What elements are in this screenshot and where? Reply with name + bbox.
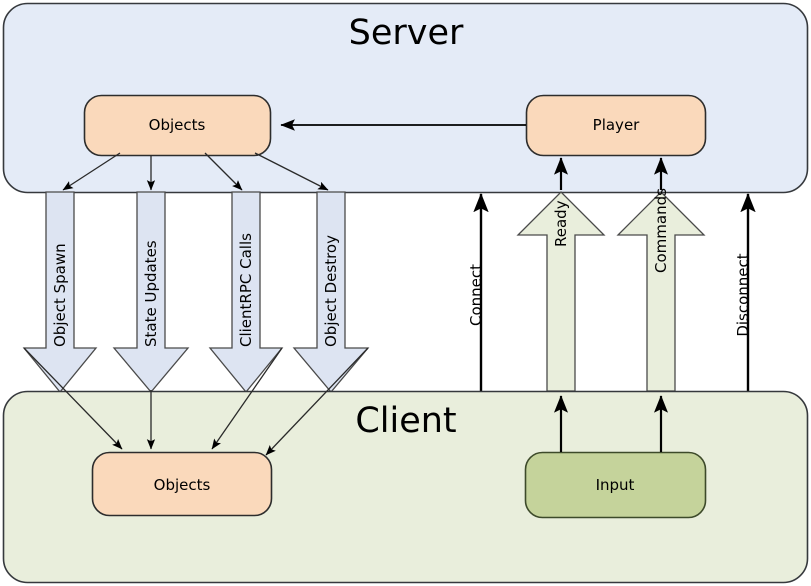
connector-lines-server-objects <box>23 152 369 456</box>
connector-rpc-to-client-objects <box>211 347 283 450</box>
block-arrow-clientrpc-calls: ClientRPC Calls <box>208 191 284 394</box>
object-spawn-label: Object Spawn <box>51 243 69 347</box>
arrow-connect: Connect <box>467 193 489 391</box>
client-input-box[interactable] <box>524 451 707 519</box>
server-player-node[interactable]: Player <box>525 94 707 157</box>
connector-objects-rpc-top <box>204 152 243 191</box>
clientrpc-calls-label: ClientRPC Calls <box>237 233 255 347</box>
server-player-label: Player <box>593 116 641 134</box>
server-panel-title: Server <box>349 13 464 53</box>
client-input-node[interactable]: Input <box>524 451 707 519</box>
connector-spawn-to-client-objects <box>23 347 123 450</box>
commands-label: Commands <box>652 188 670 273</box>
disconnect-label: Disconnect <box>734 253 752 336</box>
client-panel: Client <box>2 390 809 584</box>
block-arrow-object-spawn: Object Spawn <box>22 191 98 394</box>
server-objects-node[interactable]: Objects <box>83 94 272 157</box>
state-updates-arrow-shape <box>112 191 190 394</box>
client-input-label: Input <box>596 476 635 494</box>
arrow-disconnect: Disconnect <box>734 193 756 391</box>
server-objects-box[interactable] <box>83 94 272 157</box>
block-arrow-ready: Ready <box>516 191 606 392</box>
connector-lines-input-to-player <box>553 157 669 452</box>
ready-label: Ready <box>552 200 570 247</box>
clientrpc-calls-arrow-shape <box>208 191 284 394</box>
state-updates-label: State Updates <box>142 240 160 347</box>
connect-label: Connect <box>467 264 485 326</box>
block-arrow-state-updates: State Updates <box>112 191 190 394</box>
client-objects-label: Objects <box>154 476 211 494</box>
client-objects-box[interactable] <box>91 451 273 517</box>
block-arrow-commands: Commands <box>616 188 706 392</box>
server-player-box[interactable] <box>525 94 707 157</box>
object-spawn-arrow-shape <box>22 191 98 394</box>
server-objects-label: Objects <box>149 116 206 134</box>
client-panel-background <box>2 390 809 584</box>
block-arrow-object-destroy: Object Destroy <box>292 191 370 394</box>
connector-objects-spawn-top <box>62 152 121 191</box>
object-destroy-label: Object Destroy <box>322 235 340 347</box>
ready-arrow-shape <box>516 191 606 392</box>
client-objects-node[interactable]: Objects <box>91 451 273 517</box>
commands-arrow-shape <box>616 191 706 392</box>
object-destroy-arrow-shape <box>292 191 370 394</box>
client-panel-title: Client <box>355 401 456 441</box>
connector-objects-destroy-top <box>254 152 329 191</box>
connector-destroy-to-client-objects <box>265 347 369 456</box>
